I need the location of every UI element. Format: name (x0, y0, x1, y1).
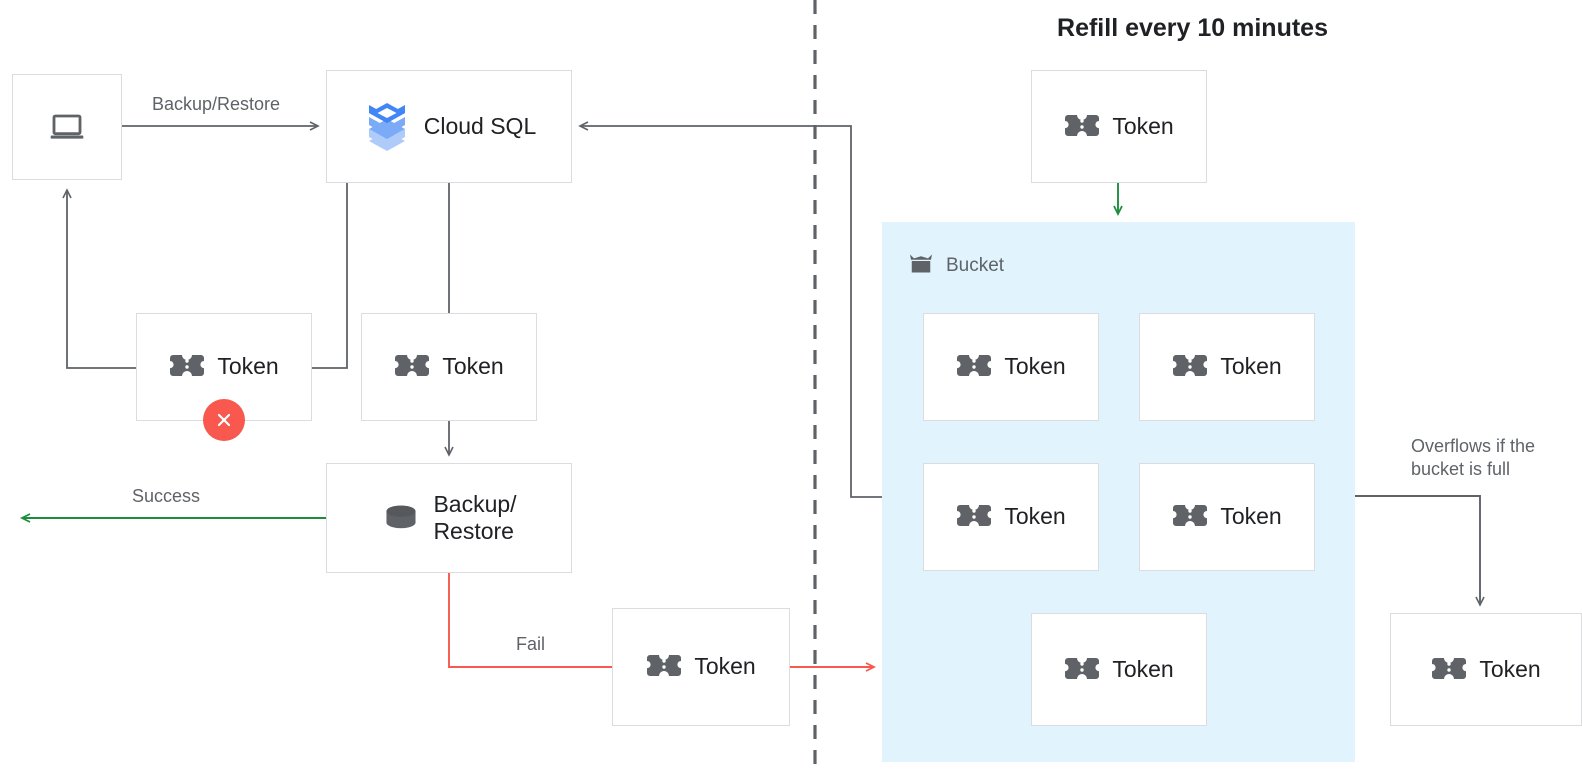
token-node-bucket-2-label: Token (1220, 353, 1282, 380)
backup-restore-node-content: Backup/ Restore (381, 490, 517, 545)
edge-token-left-to-client (62, 188, 136, 369)
token-icon (1065, 657, 1100, 679)
cloud-sql-node[interactable]: Cloud SQL (326, 70, 572, 183)
bucket-icon (906, 248, 936, 284)
token-node-bucket-1[interactable]: Token (923, 313, 1099, 421)
close-icon (217, 413, 231, 427)
error-badge (203, 399, 245, 441)
token-node-returned-label: Token (694, 653, 756, 680)
token-icon (957, 505, 992, 526)
bucket-label: Bucket (946, 255, 1005, 276)
edge-label-backup-restore: Backup/Restore (152, 94, 281, 114)
token-node-bucket-3-label: Token (1004, 503, 1066, 530)
token-node-returned[interactable]: Token (612, 608, 790, 726)
token-node-bucket-4[interactable]: Token (1139, 463, 1315, 571)
backup-restore-node-label: Backup/ Restore (433, 490, 517, 544)
cloud-sql-node-content: Cloud SQL (362, 99, 537, 155)
token-node-request-label: Token (442, 353, 504, 380)
token-node-refill[interactable]: Token (1031, 70, 1207, 183)
token-node-rejected-label: Token (217, 353, 279, 380)
client-laptop-node-content (45, 107, 89, 147)
token-node-bucket-2[interactable]: Token (1139, 313, 1315, 421)
bucket-label-group: Bucket (906, 248, 1004, 284)
token-icon (1065, 114, 1100, 136)
token-node-overflow-content: Token (1431, 655, 1541, 685)
token-icon (647, 655, 682, 676)
token-node-request-content: Token (394, 352, 504, 382)
token-icon (1173, 505, 1208, 526)
token-node-bucket-4-label: Token (1220, 503, 1282, 530)
client-laptop-node[interactable] (12, 74, 122, 180)
edge-cloudsql-to-token-left (312, 183, 348, 369)
token-icon (170, 355, 205, 376)
edge-label-overflow: Overflows if the bucket is full (1411, 436, 1536, 480)
token-node-refill-label: Token (1112, 112, 1174, 139)
token-icon (1432, 657, 1467, 679)
token-node-overflow-label: Token (1479, 655, 1541, 682)
token-node-refill-content: Token (1064, 112, 1174, 142)
token-node-bucket-5-label: Token (1112, 655, 1174, 682)
token-icon (957, 355, 992, 376)
token-icon (395, 355, 430, 376)
backup-restore-node[interactable]: Backup/ Restore (326, 463, 572, 573)
token-node-bucket-1-content: Token (956, 352, 1066, 382)
database-icon (386, 505, 416, 529)
edge-bucket-to-cloudsql (578, 121, 882, 498)
token-node-rejected-content: Token (169, 352, 279, 382)
cloud-sql-icon (368, 102, 405, 151)
edge-label-success: Success (132, 486, 201, 506)
token-node-bucket-5[interactable]: Token (1031, 613, 1207, 726)
token-node-bucket-1-label: Token (1004, 353, 1066, 380)
token-node-request[interactable]: Token (361, 313, 537, 421)
page-title: Refill every 10 minutes (1057, 14, 1328, 42)
token-node-bucket-3-content: Token (956, 502, 1066, 532)
laptop-icon (50, 114, 84, 139)
token-node-returned-content: Token (646, 652, 756, 682)
cloud-sql-node-label: Cloud SQL (423, 112, 537, 139)
token-node-overflow[interactable]: Token (1390, 613, 1582, 726)
edge-bucket-overflow (1355, 495, 1485, 607)
token-node-bucket-5-content: Token (1064, 655, 1174, 685)
token-node-bucket-2-content: Token (1172, 352, 1282, 382)
edge-label-fail: Fail (516, 634, 546, 654)
token-node-bucket-3[interactable]: Token (923, 463, 1099, 571)
token-node-bucket-4-content: Token (1172, 502, 1282, 532)
token-icon (1173, 355, 1208, 376)
